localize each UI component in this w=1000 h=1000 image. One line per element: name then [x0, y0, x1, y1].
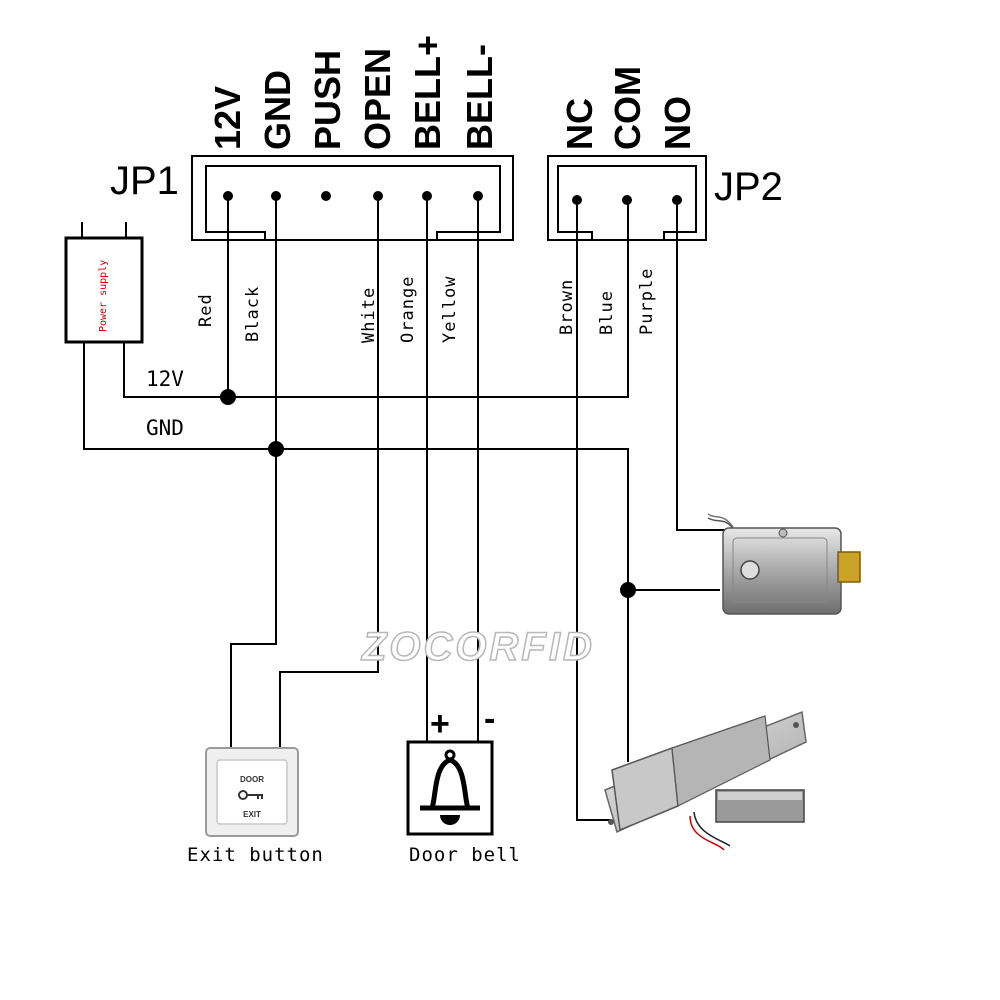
net-label-gnd: GND — [146, 416, 184, 440]
jp1-pin-open: OPEN — [357, 48, 398, 150]
door-bell-device — [406, 740, 494, 836]
door-bell-plus: + — [430, 705, 450, 743]
jp1-pin-bell-plus: BELL+ — [407, 35, 448, 150]
magnetic-lock-icon — [689, 789, 805, 851]
bell-icon — [420, 749, 480, 825]
jp1-pin-12v: 12V — [207, 86, 248, 150]
electric-lock-icon — [707, 513, 861, 615]
jp2-connector: JP2 — [547, 155, 783, 241]
wire-label-brown: Brown — [557, 279, 577, 335]
wire-label-purple: Purple — [637, 268, 657, 335]
wire-label-orange: Orange — [398, 276, 418, 343]
junctions — [220, 389, 636, 598]
jp1-pin-push: PUSH — [307, 50, 348, 150]
jp2-label: JP2 — [714, 165, 783, 209]
wire-label-black: Black — [243, 286, 263, 342]
wires — [83, 196, 735, 821]
jp1-pin-gnd: GND — [257, 70, 298, 150]
key-icon — [238, 790, 263, 800]
exit-button-device: DOOR EXIT — [205, 747, 299, 837]
exit-button-face-top: DOOR — [240, 775, 264, 784]
exit-button-caption: Exit button — [187, 844, 324, 866]
jp1-pin-labels: 12V GND PUSH OPEN BELL+ BELL- — [207, 35, 500, 150]
jp2-pin-labels: NC COM NO — [559, 66, 698, 150]
jp1-pin-bell-minus: BELL- — [459, 44, 500, 150]
jp1-connector: JP1 — [110, 155, 514, 241]
jp1-label: JP1 — [110, 159, 179, 203]
bolt-lock-icon — [604, 710, 807, 834]
net-label-12v: 12V — [146, 367, 184, 391]
watermark: ZOCORFID — [361, 625, 595, 669]
jp2-pin-com: COM — [607, 66, 648, 150]
wire-label-white: White — [359, 287, 379, 343]
power-supply-label: Power supply — [98, 260, 109, 332]
jp2-pin-nc: NC — [559, 98, 600, 150]
door-bell-caption: Door bell — [409, 844, 521, 866]
wire-color-labels: Red Black White Orange Yellow Brown Blue… — [196, 268, 657, 343]
jp2-pin-no: NO — [657, 96, 698, 150]
power-supply: Power supply — [64, 222, 144, 344]
wire-label-yellow: Yellow — [440, 276, 460, 343]
door-bell-minus: - — [484, 700, 495, 738]
wire-label-red: Red — [196, 293, 216, 327]
exit-button-face-bottom: EXIT — [243, 810, 261, 819]
wire-label-blue: Blue — [597, 290, 617, 335]
